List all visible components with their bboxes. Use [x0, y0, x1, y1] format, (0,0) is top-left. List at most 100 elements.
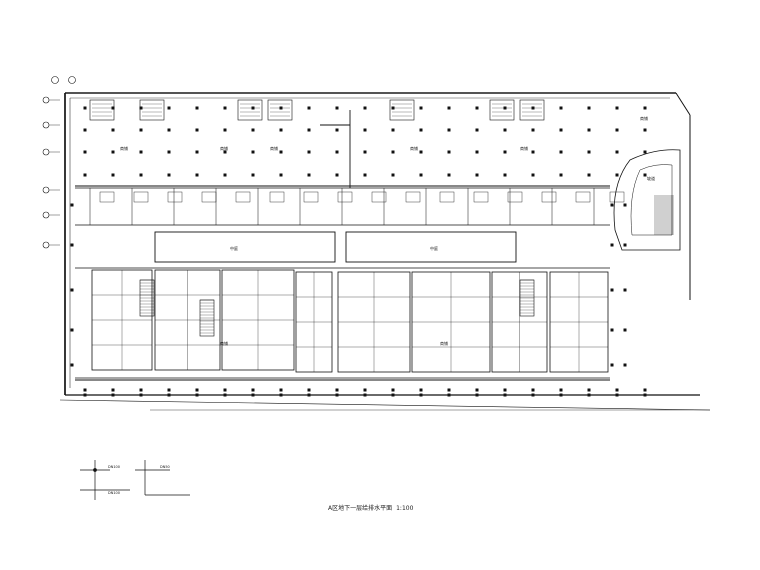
column [363, 106, 367, 110]
column [587, 106, 591, 110]
column [307, 106, 311, 110]
room-box [489, 99, 515, 121]
column [587, 393, 591, 397]
column [139, 173, 143, 177]
column [531, 173, 535, 177]
column [139, 150, 143, 154]
column [167, 393, 171, 397]
column [251, 393, 255, 397]
column [307, 173, 311, 177]
column [279, 106, 283, 110]
column [623, 363, 627, 367]
column [251, 128, 255, 132]
column [559, 128, 563, 132]
column [223, 393, 227, 397]
column [363, 150, 367, 154]
room-box [405, 191, 421, 203]
column [307, 388, 311, 392]
column [475, 150, 479, 154]
column [623, 328, 627, 332]
room-box [235, 191, 251, 203]
column [447, 173, 451, 177]
room-label-rc1: 中庭 [230, 245, 238, 251]
ramp-inner [630, 164, 673, 236]
column [419, 388, 423, 392]
detail-note: DN50 [160, 465, 170, 469]
column [419, 128, 423, 132]
room-box [473, 191, 489, 203]
column [335, 388, 339, 392]
column [223, 106, 227, 110]
column [167, 173, 171, 177]
room-label-ra2: 商铺 [220, 145, 228, 151]
column [615, 128, 619, 132]
column [531, 388, 535, 392]
column [391, 106, 395, 110]
room-label-rr: 坡道 [647, 175, 655, 181]
room-box [519, 99, 545, 121]
column [623, 203, 627, 207]
room-box [371, 191, 387, 203]
column [559, 393, 563, 397]
column [475, 393, 479, 397]
column [503, 150, 507, 154]
room-box [609, 191, 625, 203]
column [83, 388, 87, 392]
column [623, 243, 627, 247]
room-box [541, 191, 557, 203]
column [195, 173, 199, 177]
column [559, 388, 563, 392]
column [615, 393, 619, 397]
room-box [303, 191, 319, 203]
column [587, 173, 591, 177]
drawing-title-text: A区地下一层给排水平面 [328, 505, 393, 512]
column [559, 173, 563, 177]
axis-marker [42, 241, 50, 249]
column [447, 388, 451, 392]
column [111, 150, 115, 154]
column [223, 128, 227, 132]
room-box [167, 191, 183, 203]
column [251, 150, 255, 154]
column [623, 288, 627, 292]
column [223, 173, 227, 177]
column [643, 388, 647, 392]
column [391, 128, 395, 132]
room-label-ra6: 商铺 [640, 115, 648, 121]
column [610, 243, 614, 247]
column [195, 106, 199, 110]
column [83, 106, 87, 110]
ramp-outline [613, 149, 681, 251]
column [559, 150, 563, 154]
column [195, 128, 199, 132]
column [167, 106, 171, 110]
column [167, 128, 171, 132]
axis-marker [42, 211, 50, 219]
column [251, 106, 255, 110]
column [111, 106, 115, 110]
column [223, 388, 227, 392]
room-box [201, 191, 217, 203]
column [335, 173, 339, 177]
site-boundary [59, 399, 711, 411]
detail-note: DN100 [108, 465, 120, 469]
column [531, 106, 535, 110]
room-box [133, 191, 149, 203]
column [83, 173, 87, 177]
column [139, 393, 143, 397]
room-box [139, 99, 165, 121]
column [643, 393, 647, 397]
column [111, 128, 115, 132]
room-box [267, 99, 293, 121]
column [307, 150, 311, 154]
room-label-ra7: 商铺 [220, 340, 228, 346]
column [475, 106, 479, 110]
column [363, 393, 367, 397]
column [335, 106, 339, 110]
column [139, 106, 143, 110]
column [363, 173, 367, 177]
column [503, 393, 507, 397]
detail-node [93, 468, 97, 472]
